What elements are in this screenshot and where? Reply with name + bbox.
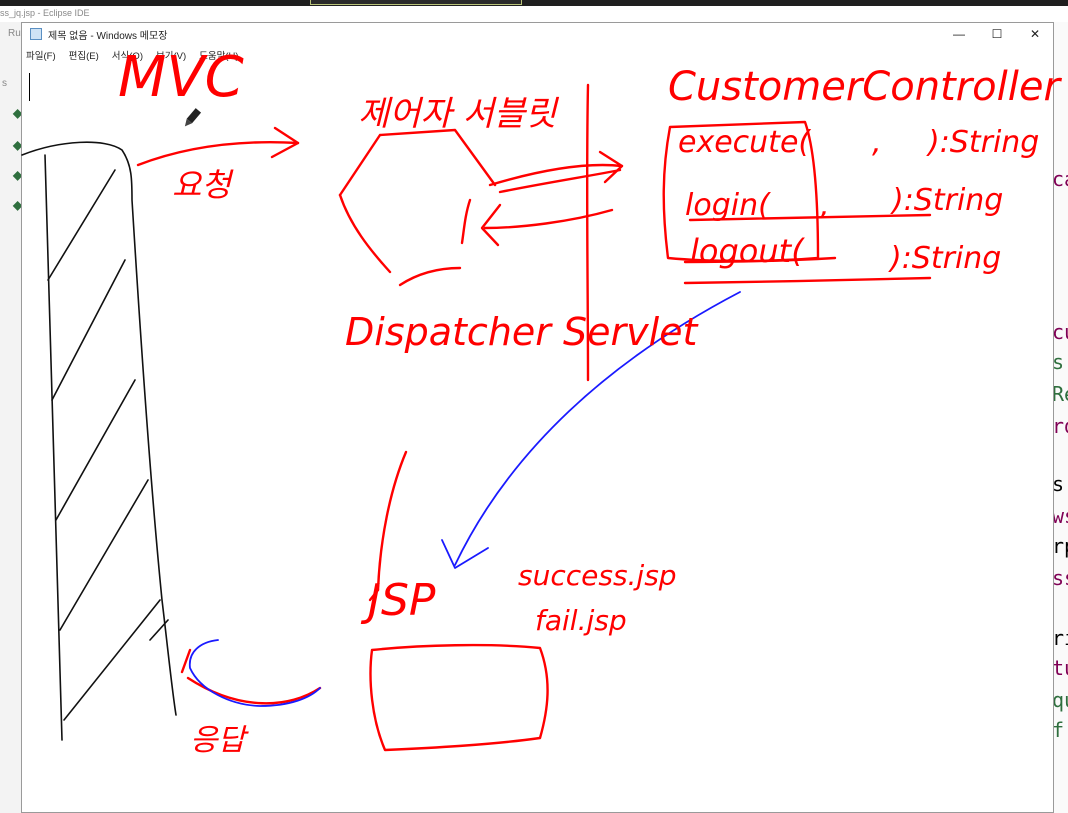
eclipse-tab-highlight bbox=[310, 0, 522, 5]
close-button[interactable]: ✕ bbox=[1029, 27, 1041, 41]
notepad-titlebar[interactable]: 제목 없음 - Windows 메모장 — ☐ ✕ bbox=[22, 23, 1053, 45]
minimize-button[interactable]: — bbox=[953, 27, 965, 41]
collapse-marker-icon[interactable]: ◆ bbox=[13, 138, 23, 152]
collapse-marker-icon[interactable]: ◆ bbox=[13, 198, 23, 212]
notepad-app-icon bbox=[30, 28, 42, 40]
eclipse-window-title: ss_jq.jsp - Eclipse IDE bbox=[0, 8, 90, 18]
eclipse-left-label: s bbox=[2, 78, 7, 89]
eclipse-left-gutter: Ru s ◆ ◆ ◆ ◆ bbox=[0, 22, 23, 813]
code-fragment: qu bbox=[1054, 688, 1068, 712]
notepad-text-area[interactable] bbox=[22, 65, 1053, 812]
eclipse-top-bar bbox=[0, 0, 1068, 6]
code-fragment: tu bbox=[1054, 656, 1068, 680]
text-caret bbox=[29, 73, 30, 101]
maximize-button[interactable]: ☐ bbox=[991, 27, 1003, 41]
menu-edit[interactable]: 편집(E) bbox=[68, 51, 99, 62]
code-fragment: ri bbox=[1054, 626, 1068, 650]
code-fragment: ss bbox=[1054, 566, 1068, 590]
code-fragment: Re bbox=[1054, 382, 1068, 406]
collapse-marker-icon[interactable]: ◆ bbox=[13, 168, 23, 182]
code-fragment: cu bbox=[1054, 320, 1068, 344]
code-fragment: s bbox=[1054, 472, 1065, 496]
menu-file[interactable]: 파일(F) bbox=[26, 51, 56, 62]
code-fragment: f bbox=[1054, 718, 1065, 742]
code-fragment: rp bbox=[1054, 534, 1068, 558]
collapse-marker-icon[interactable]: ◆ bbox=[13, 106, 23, 120]
menu-help[interactable]: 도움말(H) bbox=[199, 51, 239, 62]
menu-view[interactable]: 보기(V) bbox=[155, 51, 187, 62]
notepad-title: 제목 없음 - Windows 메모장 bbox=[48, 30, 168, 42]
code-fragment: s. bbox=[1054, 350, 1068, 374]
code-fragment: ca bbox=[1054, 167, 1068, 191]
menu-format[interactable]: 서식(O) bbox=[111, 51, 143, 62]
code-fragment: rd bbox=[1054, 414, 1068, 438]
code-fragment: ws bbox=[1054, 504, 1068, 528]
notepad-window: 제목 없음 - Windows 메모장 — ☐ ✕ 파일(F) 편집(E) 서식… bbox=[21, 22, 1054, 813]
notepad-menubar: 파일(F) 편집(E) 서식(O) 보기(V) 도움말(H) bbox=[22, 45, 1053, 65]
eclipse-code-edge: ca cu s. Re rd s ws rp ss ri tu qu f bbox=[1054, 22, 1068, 813]
eclipse-toolbar-fragment: Ru bbox=[8, 28, 21, 39]
